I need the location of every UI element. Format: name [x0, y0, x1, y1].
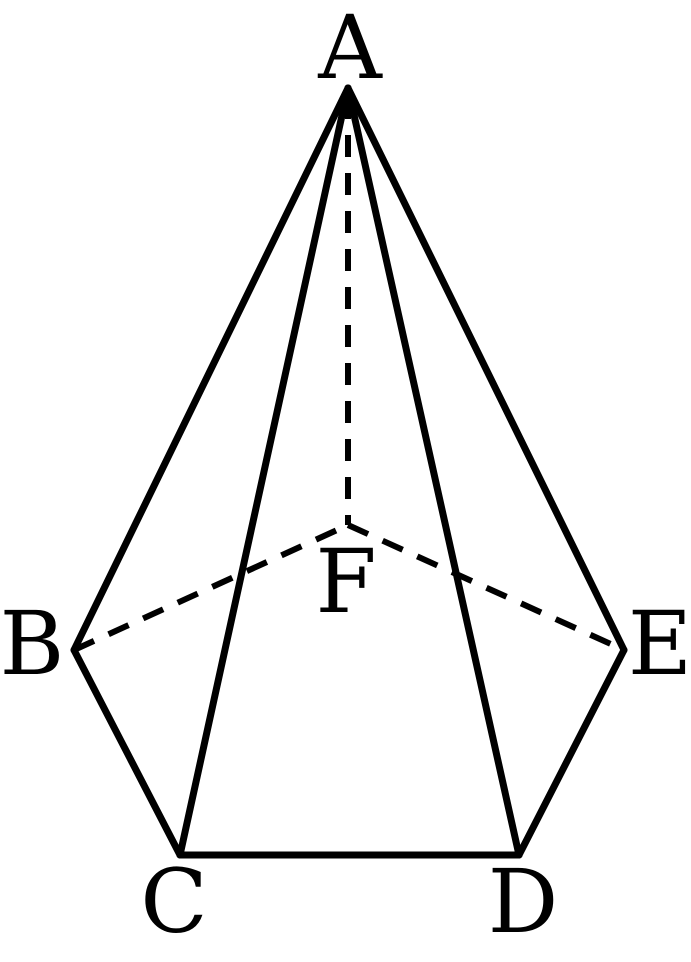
label-D: D [488, 850, 559, 953]
label-E: E [628, 592, 691, 695]
label-B: B [0, 592, 64, 695]
label-A: A [317, 0, 383, 99]
edge-AD [344, 84, 523, 859]
edge-BF [72, 522, 350, 653]
edge-DE [515, 646, 628, 859]
edge-AC [176, 84, 352, 859]
label-C: C [140, 850, 207, 953]
edge-AB [70, 84, 352, 654]
edge-FE [346, 522, 626, 653]
edge-BC [70, 646, 184, 859]
edge-AE [344, 84, 628, 654]
label-F: F [315, 530, 376, 633]
